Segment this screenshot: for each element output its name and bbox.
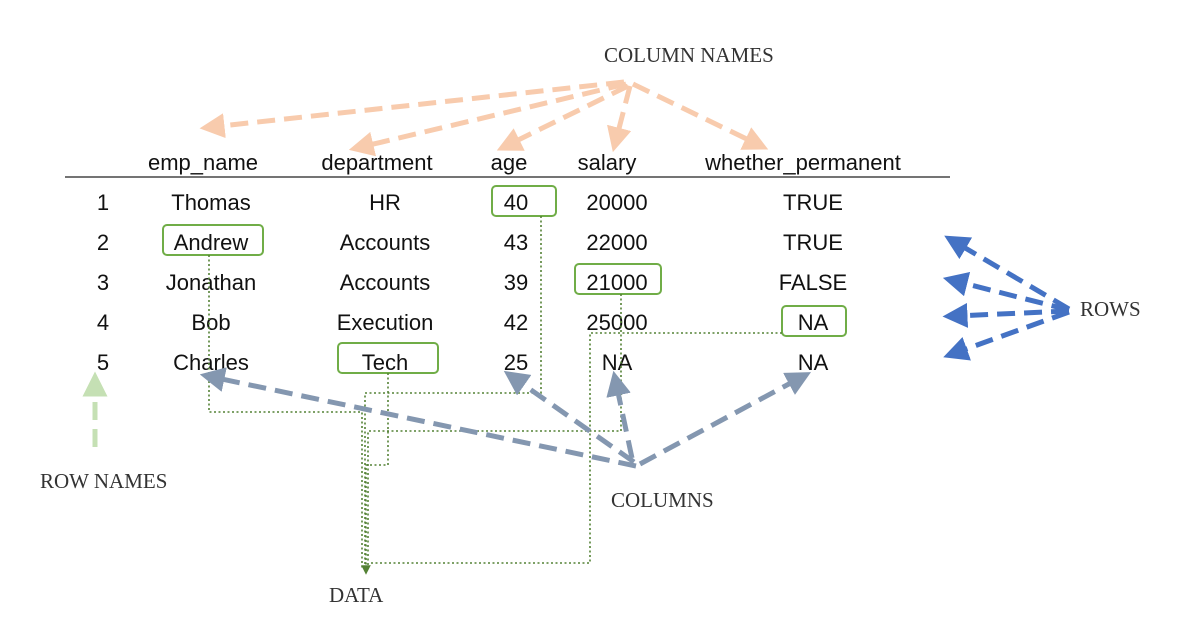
table-cell: 21000 bbox=[586, 270, 647, 295]
data-connector bbox=[367, 294, 622, 568]
row-name: 1 bbox=[97, 190, 109, 215]
columns-label: COLUMNS bbox=[611, 488, 714, 512]
table-cell: 40 bbox=[504, 190, 528, 215]
row-name: 2 bbox=[97, 230, 109, 255]
data-highlight-box bbox=[781, 305, 847, 337]
columns-arrows bbox=[199, 367, 812, 469]
rows-arrow bbox=[942, 271, 1070, 313]
data-connector bbox=[364, 216, 542, 568]
table-cell: NA bbox=[798, 350, 829, 375]
table-cell: TRUE bbox=[783, 190, 843, 215]
columns-arrow bbox=[503, 370, 636, 465]
table-cell: 43 bbox=[504, 230, 528, 255]
row-name: 4 bbox=[97, 310, 109, 335]
data-label: DATA bbox=[329, 583, 384, 607]
table-cell: Andrew bbox=[174, 230, 249, 255]
table-cell: NA bbox=[602, 350, 633, 375]
rows-arrows bbox=[942, 235, 1071, 361]
data-connectors bbox=[208, 216, 782, 575]
data-highlight-box bbox=[491, 185, 557, 217]
column-names-label: COLUMN NAMES bbox=[604, 43, 774, 67]
columns-arrow bbox=[606, 370, 635, 459]
table-cell: Execution bbox=[337, 310, 434, 335]
rows-arrow bbox=[944, 235, 1071, 312]
column-header-salary: salary bbox=[578, 150, 637, 175]
columns-arrow bbox=[638, 372, 812, 467]
column-header-department: department bbox=[321, 150, 432, 175]
column-header-age: age bbox=[491, 150, 528, 175]
data-connector bbox=[361, 373, 389, 575]
data-highlight-box bbox=[574, 263, 662, 295]
row-names-label: ROW NAMES bbox=[40, 469, 167, 493]
table-cell: 25000 bbox=[586, 310, 647, 335]
columns-arrow bbox=[199, 367, 637, 469]
table-cell: Accounts bbox=[340, 270, 431, 295]
table-cell: TRUE bbox=[783, 230, 843, 255]
row-name: 3 bbox=[97, 270, 109, 295]
table-cell: Tech bbox=[362, 350, 408, 375]
data-connector bbox=[370, 332, 782, 564]
table-cell: 25 bbox=[504, 350, 528, 375]
column-names-arrow bbox=[496, 83, 630, 151]
column-names-arrow bbox=[607, 85, 633, 153]
table-cell: 20000 bbox=[586, 190, 647, 215]
table-cell: FALSE bbox=[779, 270, 847, 295]
table-cell: Thomas bbox=[171, 190, 250, 215]
rows-label: ROWS bbox=[1080, 297, 1141, 321]
table-cell: HR bbox=[369, 190, 401, 215]
rows-arrow bbox=[943, 309, 1070, 361]
column-header-emp-name: emp_name bbox=[148, 150, 258, 175]
column-header-whether-permanent: whether_permanent bbox=[704, 150, 901, 175]
table-cell: Bob bbox=[191, 310, 230, 335]
table-cell: 42 bbox=[504, 310, 528, 335]
column-names-arrow bbox=[631, 81, 769, 150]
table-cell: Accounts bbox=[340, 230, 431, 255]
table-cell: Jonathan bbox=[166, 270, 257, 295]
data-highlight-box bbox=[162, 224, 264, 256]
table-cell: NA bbox=[798, 310, 829, 335]
table-cell: Charles bbox=[173, 350, 249, 375]
column-names-arrows bbox=[199, 79, 769, 157]
data-connector bbox=[208, 255, 363, 568]
table-cell: 39 bbox=[504, 270, 528, 295]
row-name: 5 bbox=[97, 350, 109, 375]
data-highlight-boxes bbox=[162, 185, 847, 374]
table-cell: 22000 bbox=[586, 230, 647, 255]
rows-arrow bbox=[942, 302, 1070, 328]
column-names-arrow bbox=[199, 79, 625, 139]
column-names-arrow bbox=[348, 81, 627, 157]
